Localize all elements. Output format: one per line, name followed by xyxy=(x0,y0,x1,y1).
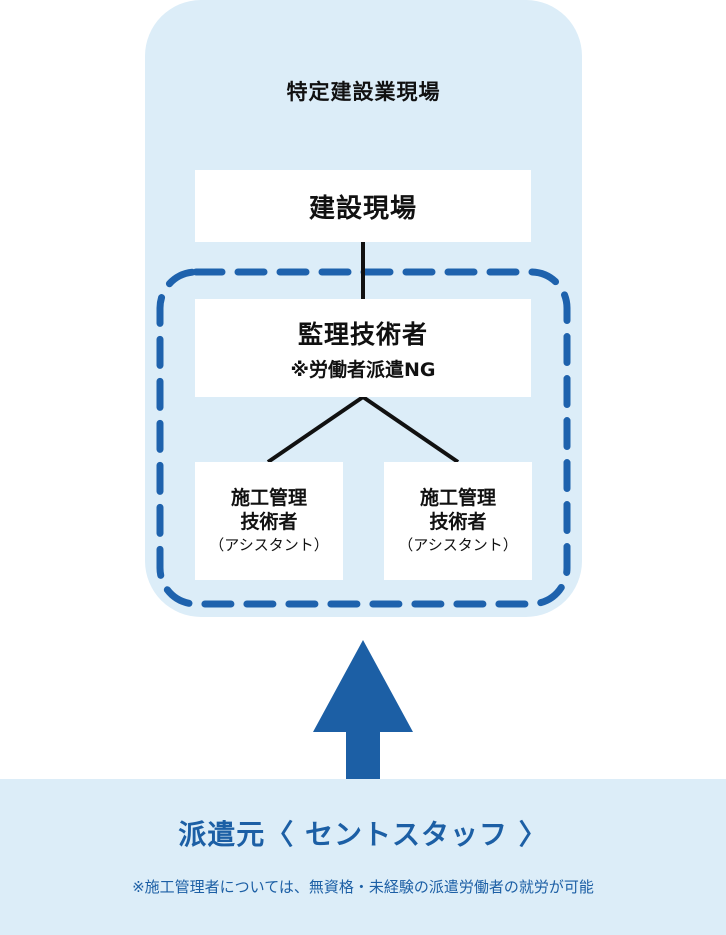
site-title: 特定建設業現場 xyxy=(286,80,441,104)
assistant-line2: 技術者 xyxy=(429,511,487,533)
assistant-line2: 技術者 xyxy=(240,511,298,533)
assistant-box-left: 施工管理 技術者 （アシスタント） xyxy=(195,462,343,580)
assistant-line1: 施工管理 xyxy=(230,487,307,509)
supervising-engineer-box: 監理技術者 ※労働者派遣NG xyxy=(195,299,531,397)
dispatch-source-note: ※施工管理者については、無資格・未経験の派遣労働者の就労が可能 xyxy=(132,878,594,896)
supervising-engineer-label: 監理技術者 xyxy=(297,319,428,349)
assistant-line3: （アシスタント） xyxy=(209,536,329,554)
assistant-box-right: 施工管理 技術者 （アシスタント） xyxy=(384,462,532,580)
assistant-line1: 施工管理 xyxy=(419,487,496,509)
construction-site-box: 建設現場 xyxy=(195,170,531,242)
construction-site-label: 建設現場 xyxy=(308,193,417,224)
assistant-line3: （アシスタント） xyxy=(398,536,518,554)
dispatch-source-band xyxy=(0,779,726,935)
up-arrow xyxy=(313,640,413,779)
dispatch-source-title: 派遣元〈 セントスタッフ 〉 xyxy=(178,818,548,851)
supervising-engineer-note: ※労働者派遣NG xyxy=(290,358,436,381)
